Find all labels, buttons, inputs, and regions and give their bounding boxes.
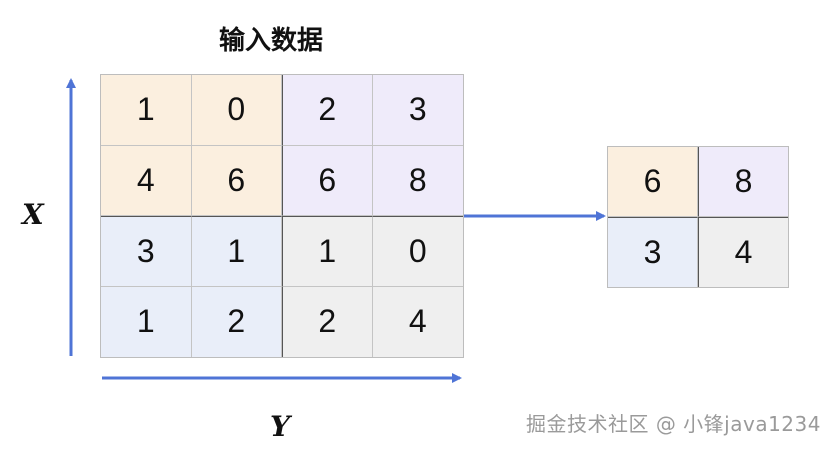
input-grid-cell: 1 <box>191 216 282 287</box>
input-grid-cell: 2 <box>282 286 373 357</box>
input-grid-cell: 6 <box>191 145 282 216</box>
input-grid-cell: 0 <box>372 216 463 287</box>
output-grid-cell: 6 <box>608 147 698 217</box>
input-grid-cell: 1 <box>101 286 192 357</box>
input-grid-cell: 4 <box>372 286 463 357</box>
output-grid-cell: 4 <box>698 217 788 287</box>
input-grid-cell: 2 <box>191 286 282 357</box>
input-grid-cell: 4 <box>101 145 192 216</box>
output-grid-cell: 3 <box>608 217 698 287</box>
input-grid-cell: 3 <box>372 75 463 146</box>
watermark: 掘金技术社区 @ 小锋java1234 <box>525 412 821 436</box>
input-grid-cell: 1 <box>101 75 192 146</box>
input-grid-cell: 1 <box>282 216 373 287</box>
x-axis-label: X <box>22 198 44 231</box>
output-grid-cell: 8 <box>698 147 788 217</box>
input-grid-cell: 2 <box>282 75 373 146</box>
diagram-title: 输入数据 <box>218 26 323 56</box>
input-grid-cell: 0 <box>191 75 282 146</box>
y-axis-label: Y <box>270 410 290 443</box>
input-grid-cell: 6 <box>282 145 373 216</box>
input-grid-cell: 8 <box>372 145 463 216</box>
input-grid-cell: 3 <box>101 216 192 287</box>
